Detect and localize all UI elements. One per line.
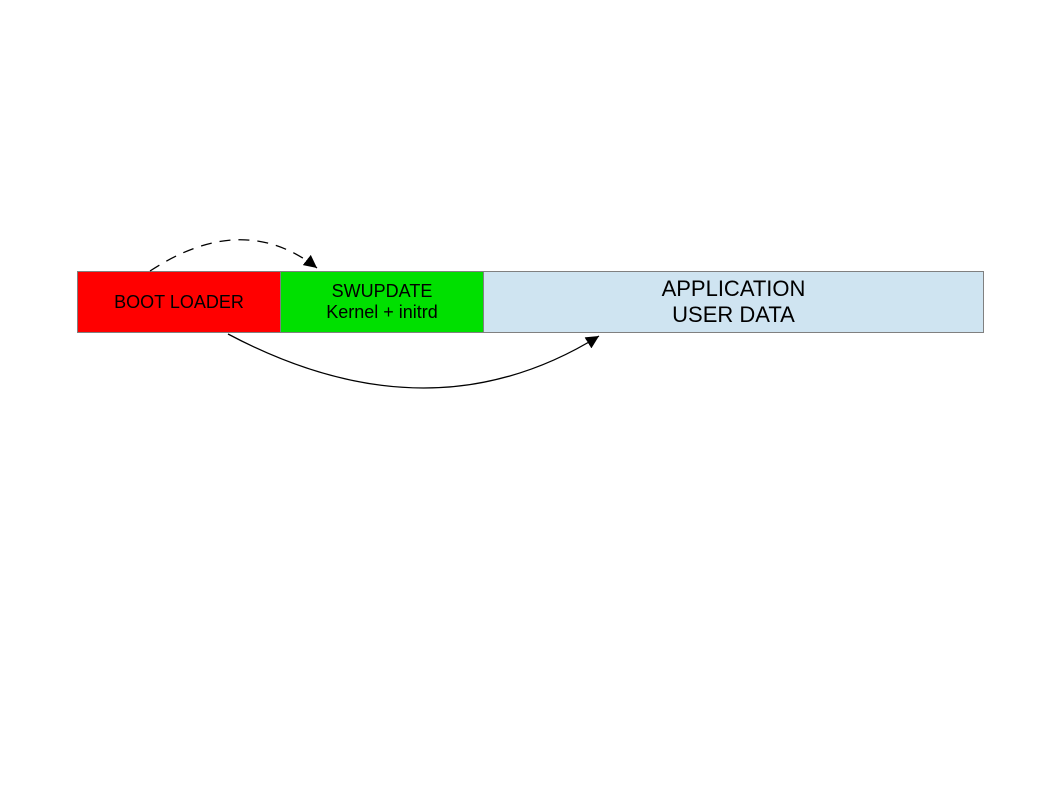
swupdate-label-line1: SWUPDATE bbox=[331, 281, 433, 301]
application-label-line1: APPLICATION bbox=[661, 276, 806, 301]
swupdate-label-line2: Kernel + initrd bbox=[326, 302, 438, 322]
partition-boot-loader: BOOT LOADER bbox=[77, 271, 281, 333]
partition-application-user-data: APPLICATION USER DATA bbox=[483, 271, 984, 333]
partition-bar: BOOT LOADER SWUPDATE Kernel + initrd APP… bbox=[77, 271, 984, 333]
application-label-line2: USER DATA bbox=[672, 302, 795, 327]
bootloader-to-swupdate-arrow bbox=[149, 239, 318, 272]
bootloader-to-application-arrow bbox=[227, 333, 600, 389]
partition-swupdate: SWUPDATE Kernel + initrd bbox=[280, 271, 484, 333]
boot-loader-label: BOOT LOADER bbox=[114, 291, 244, 312]
